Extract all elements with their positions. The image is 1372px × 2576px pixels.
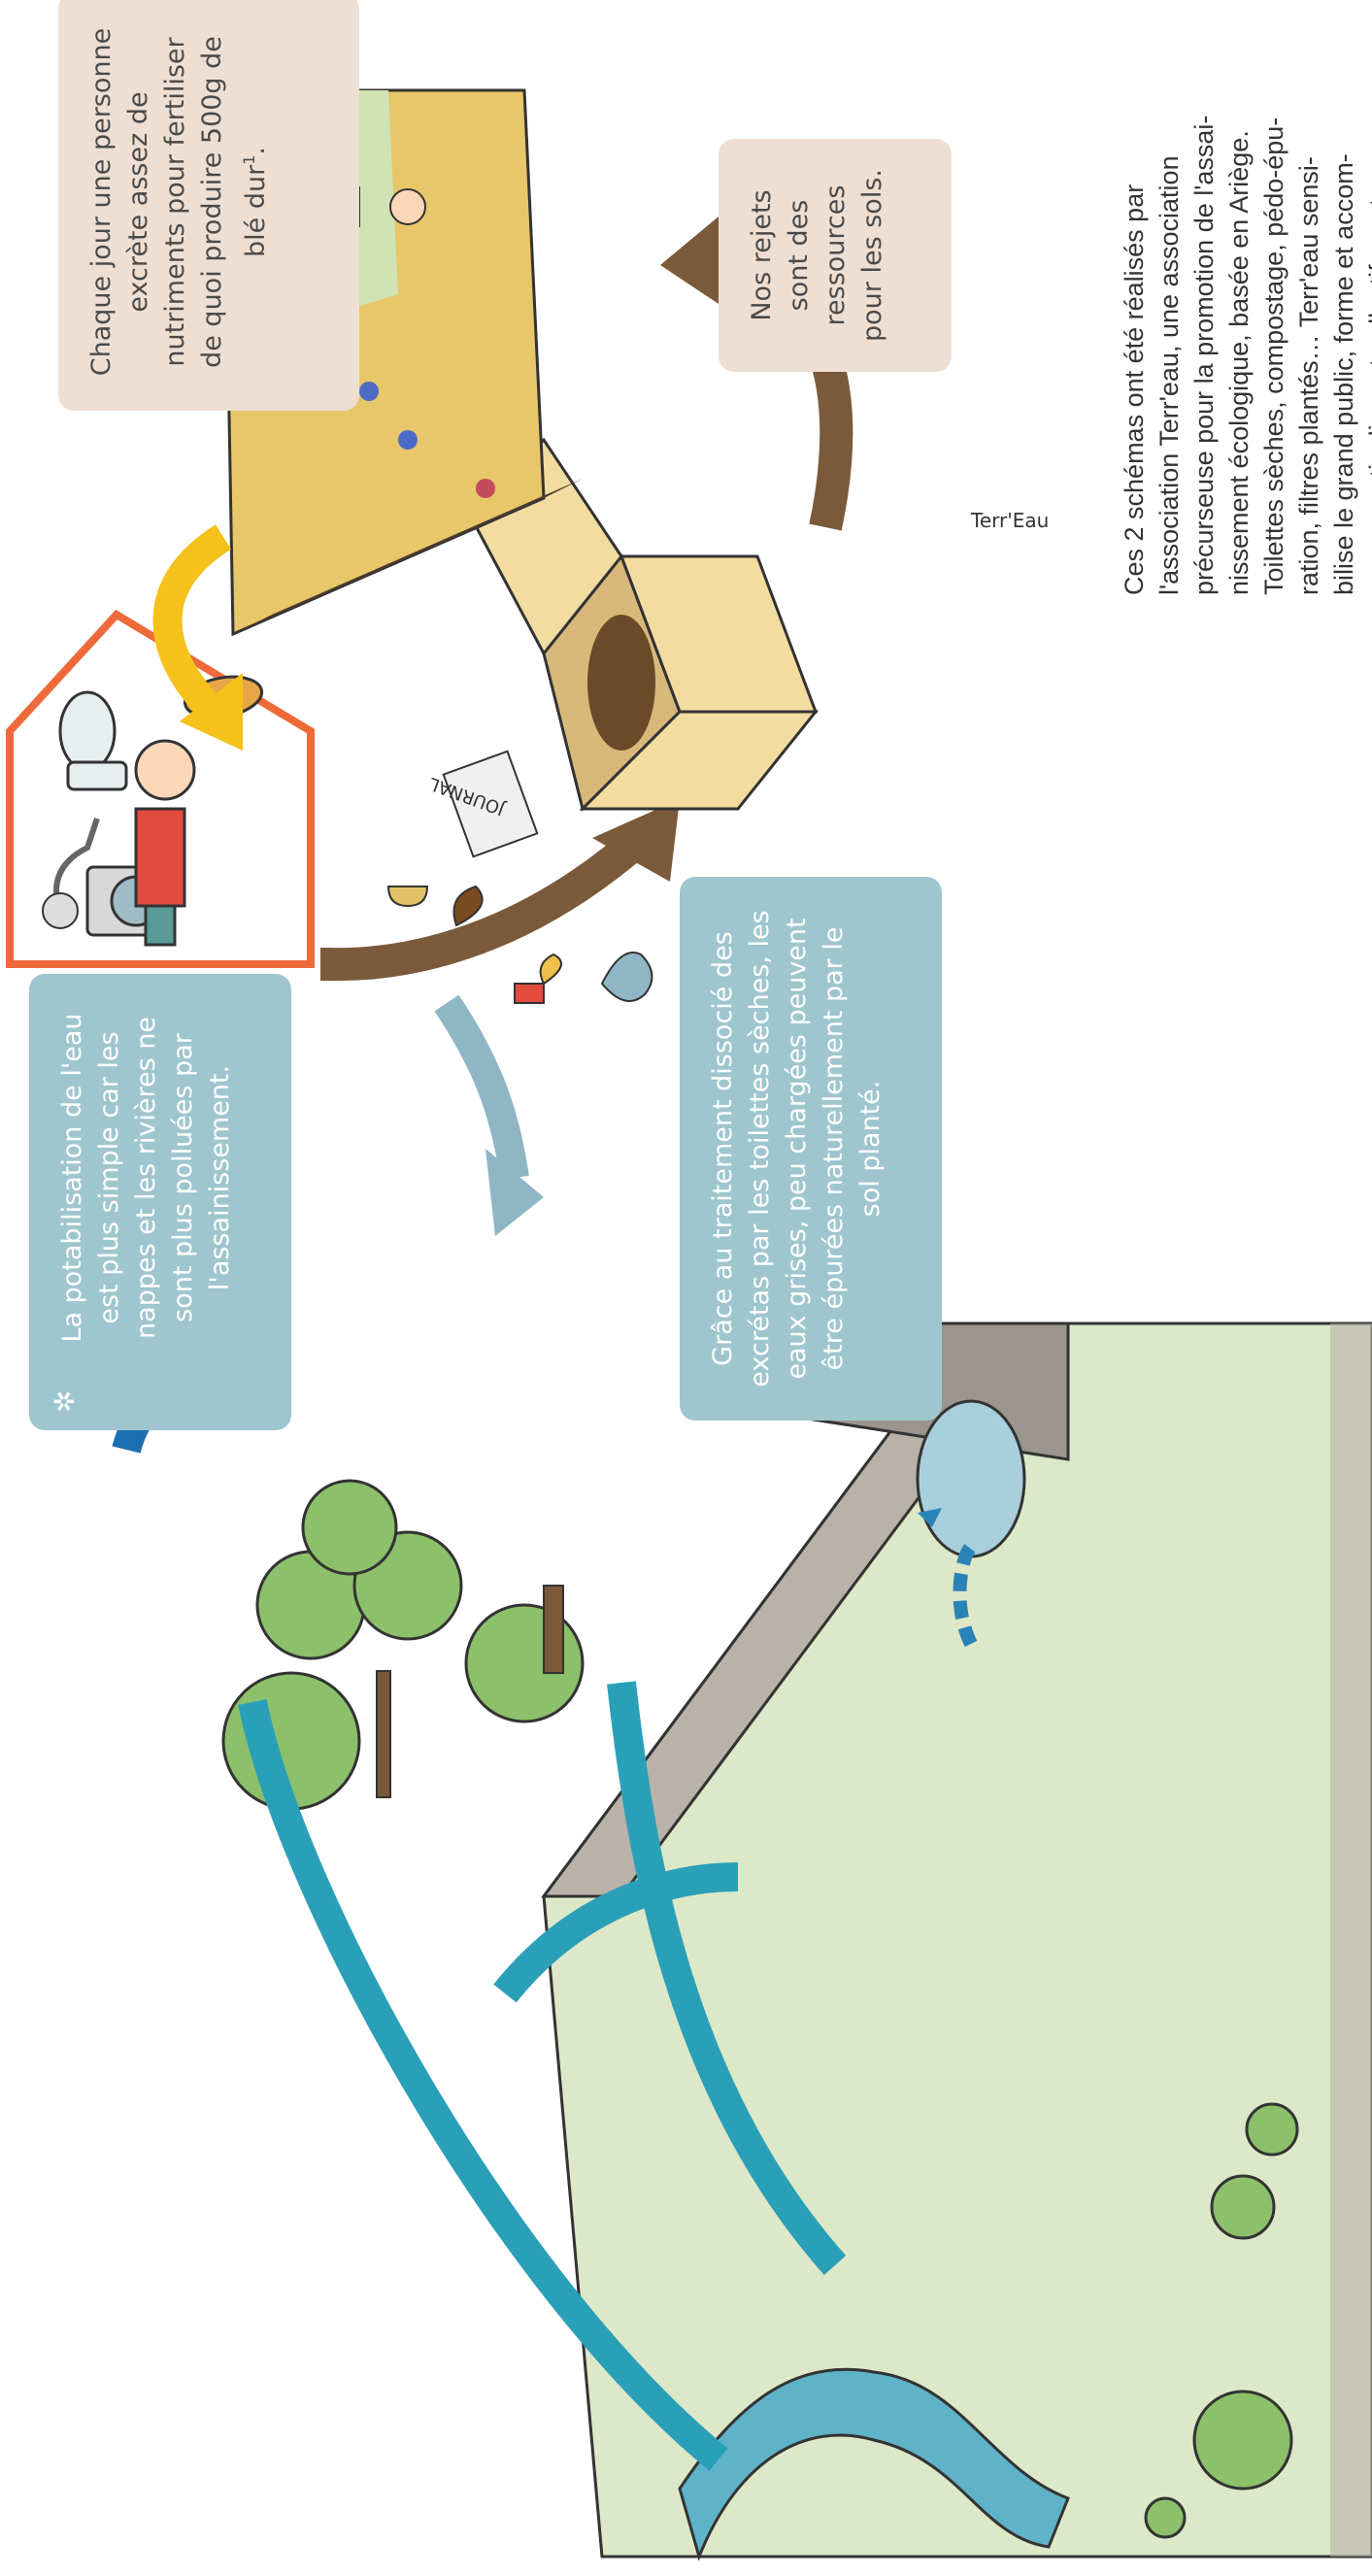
credit-text: Ces 2 schémas ont été réalisés par l'ass…	[1117, 13, 1372, 595]
credit-line-3: précurseuse pour la promotion de l'assai…	[1187, 13, 1221, 595]
credit-line-1: Ces 2 schémas ont été réalisés par	[1117, 13, 1152, 595]
note-rejets: Nos rejets sont des ressources pour les …	[719, 139, 952, 372]
gear-icon: ✲	[47, 1390, 84, 1413]
note-potabilisation-text: La potabilisation de l'eau est plus simp…	[57, 1013, 235, 1342]
note-rejets-text: Nos rejets sont des ressources pour les …	[747, 169, 887, 342]
note-nutriments: Chaque jour une personne excrète assez d…	[58, 0, 359, 411]
note-nutriments-text: Chaque jour une personne excrète assez d…	[86, 28, 271, 376]
infiltration-pond	[918, 1401, 1024, 1556]
credit-line-5: Toilettes sèches, compostage, pédo-épu-	[1256, 13, 1291, 595]
note-potabilisation: ✲ La potabilisation de l'eau est plus si…	[29, 974, 291, 1430]
grey-drop-icon	[602, 953, 652, 1001]
grey-water-arrow	[447, 1003, 515, 1178]
credit-line-4: nissement écologique, basée en Ariège.	[1221, 13, 1256, 595]
credit-line-2: l'association Terr'eau, une association	[1152, 13, 1187, 595]
credit-line-6: ration, filtres plantés… Terr'eau sensi-	[1291, 13, 1326, 595]
credit-line-8: pagne particuliers et collectifs porteur…	[1361, 13, 1372, 595]
note-nutriments-footnote: 1	[240, 155, 258, 165]
credit-line-7: bilise le grand public, forme et accom-	[1326, 13, 1361, 595]
note-traitement: Grâce au traitement dissocié des excréta…	[680, 877, 942, 1421]
note-nutriments-end: .	[241, 147, 271, 155]
house	[10, 615, 311, 964]
terreau-logo: Terr'Eau	[970, 509, 1049, 532]
note-traitement-text: Grâce au traitement dissocié des excréta…	[708, 910, 886, 1387]
